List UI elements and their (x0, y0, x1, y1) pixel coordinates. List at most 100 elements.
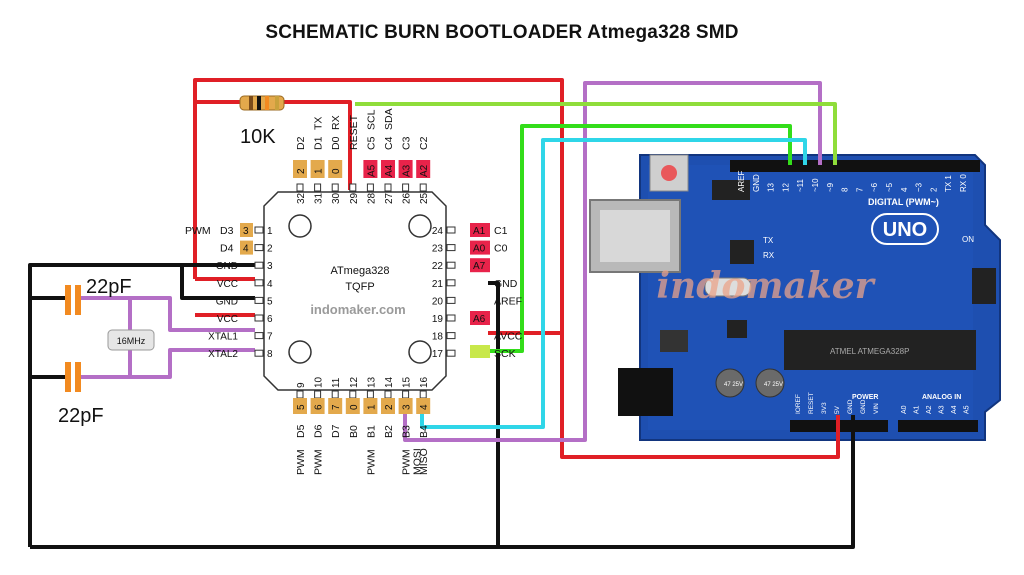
left-pin-pad (254, 332, 264, 340)
bottom-pin-name: B4 (418, 425, 430, 438)
chip-package: TQFP (345, 281, 374, 293)
top-pin-number: 27 (384, 192, 395, 204)
uno-header-pin: ~9 (826, 182, 835, 192)
right-port-label: A0 (473, 244, 486, 255)
right-port-label: A7 (473, 261, 486, 272)
uno-analog-pin: A4 (951, 405, 958, 414)
right-pin-name: C0 (494, 243, 508, 255)
uno-power-pin: IOREF (795, 394, 802, 414)
wire-xtal2 (80, 348, 255, 379)
left-pin-name: VCC (217, 279, 238, 290)
bottom-pin-pad (331, 390, 339, 399)
bottom-port-number: 2 (384, 404, 395, 410)
top-port-letter: A4 (384, 164, 395, 177)
top-port-letter: A2 (419, 164, 430, 177)
arduino-uno-board: 47 25V 47 25V ATMEL ATMEGA328P DIGITAL (… (589, 154, 1001, 441)
bottom-pin-number: 9 (296, 382, 307, 388)
right-pin-pad (446, 244, 456, 252)
uno-power-pin: 3V3 (821, 402, 828, 414)
usb-chip (730, 240, 754, 264)
left-pin-pad (254, 226, 264, 234)
uno-analog-pin: A1 (914, 405, 921, 414)
capacitor-top-label: 22pF (86, 276, 132, 298)
chip-name: ATmega328 (330, 265, 389, 277)
bottom-pin-func2: MOSI (412, 448, 424, 475)
top-pin-number: 30 (331, 192, 342, 204)
resistor-label: 10K (240, 126, 276, 148)
left-pin-pad (254, 261, 264, 269)
left-pin-pad (254, 296, 264, 304)
uno-logo-text: UNO (883, 219, 927, 241)
right-pin-pad (446, 314, 456, 322)
right-pin-number: 20 (432, 296, 444, 307)
top-port-pad (381, 160, 395, 178)
top-pin-name: RESET (348, 114, 360, 150)
left-pin-pad (254, 279, 264, 287)
bottom-port-pad (363, 398, 378, 414)
right-port-pad (470, 223, 490, 237)
right-pin-number: 23 (432, 244, 444, 255)
diagram-title: SCHEMATIC BURN BOOTLOADER Atmega328 SMD (265, 22, 739, 43)
top-pin-pad (366, 183, 374, 192)
bottom-port-pad (310, 398, 325, 414)
left-pin-number: 7 (267, 332, 273, 343)
bottom-port-number: 4 (419, 404, 430, 410)
bottom-pin-number: 16 (419, 376, 430, 388)
resistor-10k (239, 95, 285, 111)
bottom-pin-func: PWM (313, 449, 325, 475)
uno-chip-text: ATMEL ATMEGA328P (830, 347, 909, 356)
bottom-port-number: 3 (402, 404, 413, 410)
right-pin-number: 21 (432, 279, 444, 290)
top-pin-number: 26 (402, 192, 413, 204)
on-label: ON (962, 235, 974, 244)
wire-vcc-pins (195, 277, 255, 317)
chip-pins: 322D2311D1TX300D0RX29RESET28A5C5SCL27A4C… (185, 108, 971, 475)
left-port-number: 4 (243, 244, 249, 255)
top-pin-name: C3 (401, 136, 413, 150)
bottom-pin-pad (349, 390, 357, 399)
atmega328p-dip-chip (784, 330, 976, 370)
left-pin-pad (254, 349, 264, 357)
uno-header-pin: AREF (737, 171, 746, 192)
left-pin-pad (254, 314, 264, 322)
left-pwm-label: PWM (185, 225, 211, 237)
left-pin-number: 4 (267, 279, 273, 290)
top-port-pad (363, 160, 378, 178)
uno-power-pin: 5V (834, 405, 841, 414)
bottom-pin-pad (402, 390, 410, 399)
wire-vcc-red (193, 78, 564, 335)
right-pin-name: GND (494, 278, 518, 290)
right-port-label: A6 (473, 314, 486, 325)
top-pin-name2: TX (313, 117, 325, 130)
top-pin-name2: RX (330, 115, 342, 130)
wire-miso-cyan (420, 138, 807, 429)
right-port-pad (470, 311, 490, 325)
uno-header-pin: 4 (900, 187, 909, 192)
top-pin-number: 32 (296, 192, 307, 204)
bottom-port-number: 0 (349, 404, 360, 410)
uno-header-pin: ~11 (796, 178, 805, 192)
top-pin-pad (314, 183, 322, 192)
bottom-pin-number: 12 (349, 376, 360, 388)
bottom-pin-name: D5 (295, 424, 307, 438)
crystal-label: 16MHz (117, 336, 146, 346)
bottom-pin-number: 10 (314, 376, 325, 388)
board-watermark: indomaker (656, 265, 876, 307)
right-pin-pad (446, 296, 456, 304)
tx-label: TX (763, 236, 774, 245)
wire-gnd-pin21 (488, 281, 500, 547)
wire-5v-red (560, 333, 840, 459)
left-pin-name: XTAL1 (208, 332, 238, 343)
top-port-pad (328, 160, 343, 178)
bottom-port-number: 6 (314, 404, 325, 410)
bottom-pin-number: 13 (366, 376, 377, 388)
top-port-letter: A3 (402, 164, 413, 177)
capacitor-top (65, 285, 81, 315)
top-port-number: 0 (331, 168, 342, 174)
uno-header-pin: 12 (781, 183, 790, 192)
bottom-port-number: 5 (296, 404, 307, 410)
left-pin-name: D4 (220, 243, 234, 255)
uno-power-pin: VIN (873, 403, 880, 414)
